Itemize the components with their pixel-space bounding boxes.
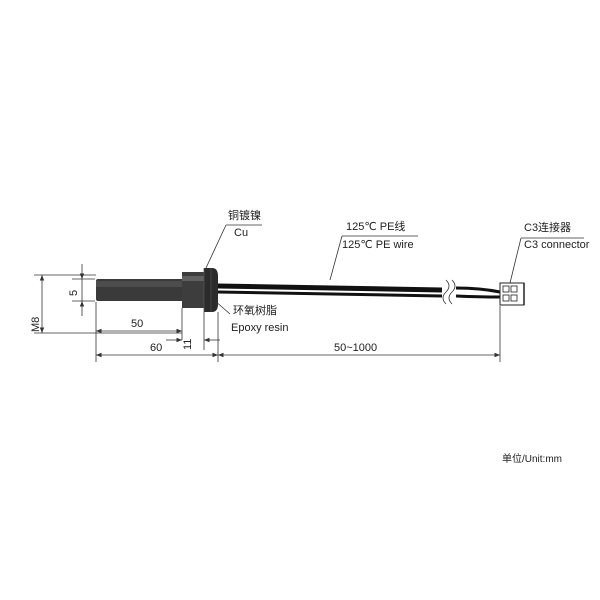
dim-total-probe: 60 [96,312,219,362]
dim-head-width: 11 [166,312,220,350]
pe-wire [217,283,443,298]
label-connector-en: C3 connector [524,239,590,251]
leader-plating: 铜镀镍 Cu [205,208,262,269]
unit-note: 单位/Unit:mm [502,452,562,465]
label-wire-en: 125℃ PE wire [342,239,414,251]
dim-label-50: 50 [131,318,143,330]
leader-resin: 环氧树脂 Epoxy resin [213,299,288,334]
dim-label-11: 11 [182,339,194,350]
leader-wire: 125℃ PE线 125℃ PE wire [329,219,418,281]
pe-wire-end [455,286,501,299]
dim-wire-length: 50~1000 [218,306,501,362]
label-resin-en: Epoxy resin [231,322,288,334]
probe-tube [96,279,186,301]
leader-connector: C3连接器 C3 connector [509,221,590,284]
wire-break-mark [442,279,456,305]
dim-label-60: 60 [150,342,162,354]
dim-label-wire: 50~1000 [334,342,377,354]
label-resin-cn: 环氧树脂 [233,303,277,317]
dim-label-m8: M8 [30,317,42,332]
dim-label-5: 5 [68,290,80,296]
c3-connector [499,282,525,306]
dim-probe-length: 50 [95,302,183,362]
sensor-head [182,268,218,312]
label-plating-cn: 铜镀镍 [228,208,261,222]
label-wire-cn: 125℃ PE线 [346,219,405,233]
dim-probe-diameter: 5 [68,264,95,316]
label-connector-cn: C3连接器 [524,221,571,234]
label-plating-en: Cu [234,227,248,239]
